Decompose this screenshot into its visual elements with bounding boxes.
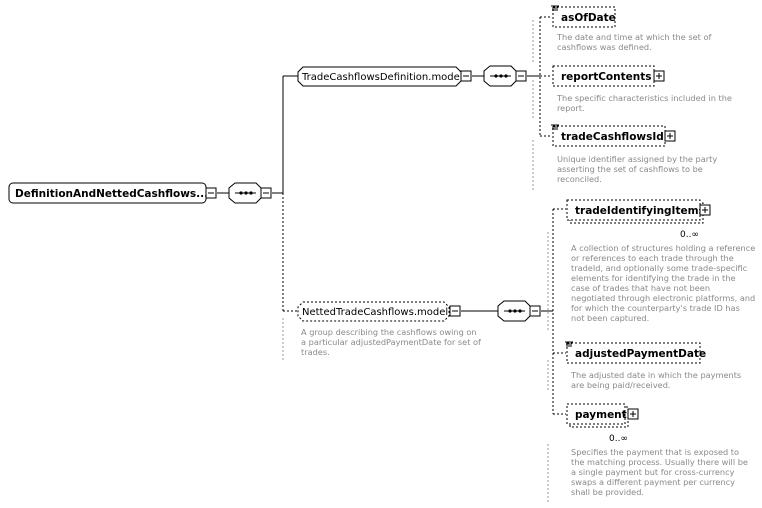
element-payment-occurrence: 0..∞ <box>609 434 628 444</box>
element-asofdate-label: asOfDate <box>561 12 616 24</box>
sequence-compositor-netted[interactable] <box>497 300 541 322</box>
root-element-node[interactable]: DefinitionAndNettedCashflows.... <box>8 182 217 204</box>
group-definition-label: TradeCashflowsDefinition.model <box>301 72 463 83</box>
sequence-compositor-root[interactable] <box>228 182 272 204</box>
element-adjustedpaymentdate-label: adjustedPaymentDate <box>575 348 706 360</box>
element-payment-label: payment <box>575 409 627 421</box>
element-tradecashflowsid-doc: Unique identifier assigned by the party … <box>557 154 720 184</box>
element-tradeidentifyingitems-occurrence: 0..∞ <box>680 230 699 240</box>
minus-toggle-icon[interactable] <box>529 305 541 317</box>
minus-toggle-icon[interactable] <box>260 187 272 199</box>
minus-toggle-icon[interactable] <box>515 70 527 82</box>
plus-toggle-icon[interactable] <box>653 70 665 82</box>
element-tradeidentifyingitems-doc: A collection of structures holding a ref… <box>571 243 758 323</box>
element-icon <box>565 341 573 347</box>
element-reportcontents-label: reportContents <box>561 71 652 83</box>
element-tradecashflowsid[interactable]: tradeCashflowsId <box>551 124 676 147</box>
sequence-compositor-icon <box>235 191 256 195</box>
root-element-label: DefinitionAndNettedCashflows.... <box>15 188 212 200</box>
group-netted-doc: A group describing the cashflows owing o… <box>301 327 484 357</box>
sequence-compositor-definition[interactable] <box>483 65 527 87</box>
element-reportcontents[interactable]: reportContents <box>552 65 665 87</box>
group-netted-label: NettedTradeCashflows.model <box>302 307 448 318</box>
group-definition-node[interactable]: TradeCashflowsDefinition.model <box>297 66 472 87</box>
element-payment[interactable]: payment <box>566 403 639 428</box>
element-asofdate[interactable]: asOfDate <box>551 5 616 28</box>
connectors <box>217 16 566 502</box>
element-asofdate-doc: The date and time at which the set of ca… <box>556 32 714 52</box>
sequence-compositor-icon <box>490 74 511 78</box>
element-adjustedpaymentdate[interactable]: adjustedPaymentDate <box>565 341 706 364</box>
element-payment-doc: Specifies the payment that is exposed to… <box>571 447 751 497</box>
element-tradeidentifyingitems[interactable]: tradeIdentifyingItems <box>566 199 711 224</box>
minus-toggle-icon[interactable] <box>449 305 461 317</box>
minus-toggle-icon[interactable] <box>205 187 217 199</box>
element-adjustedpaymentdate-doc: The adjusted date in which the payments … <box>570 370 744 390</box>
plus-toggle-icon[interactable] <box>664 130 676 142</box>
plus-toggle-icon[interactable] <box>627 408 639 420</box>
element-tradeidentifyingitems-label: tradeIdentifyingItems <box>575 205 705 217</box>
element-icon <box>551 5 559 11</box>
element-icon <box>551 124 559 130</box>
element-reportcontents-doc: The specific characteristics included in… <box>556 93 735 113</box>
element-tradecashflowsid-label: tradeCashflowsId <box>561 131 664 143</box>
sequence-compositor-icon <box>504 309 525 313</box>
minus-toggle-icon[interactable] <box>460 70 472 82</box>
plus-toggle-icon[interactable] <box>699 204 711 216</box>
group-netted-node[interactable]: NettedTradeCashflows.model <box>297 301 461 322</box>
